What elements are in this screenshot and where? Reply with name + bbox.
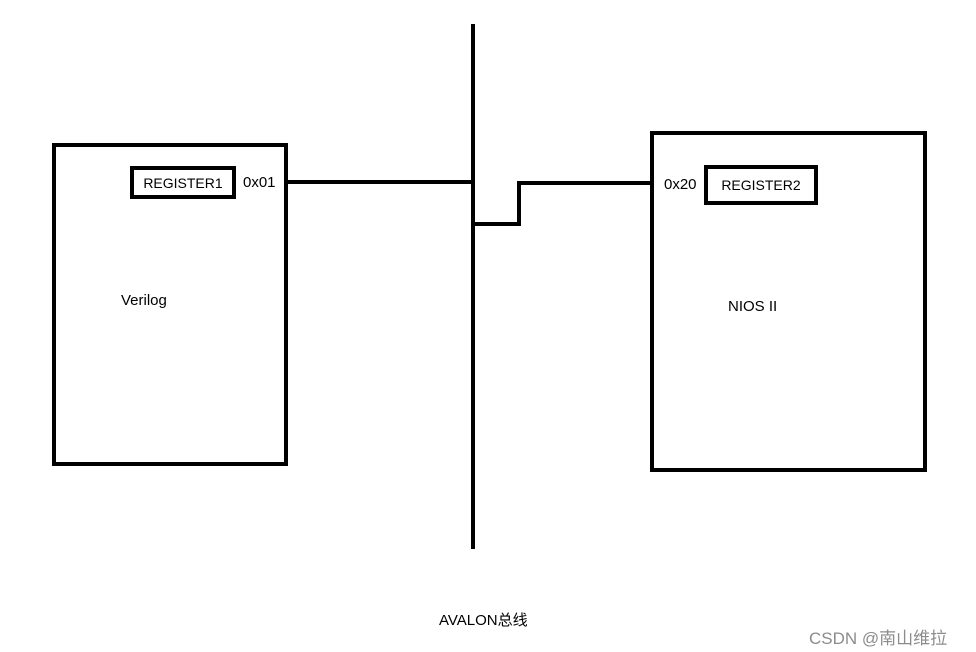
verilog-address-label: 0x01 — [243, 174, 276, 191]
nios-label: NIOS II — [728, 298, 778, 315]
avalon-bus-label: AVALON总线 — [439, 612, 528, 629]
nios-bus-connection — [473, 181, 652, 226]
register1-box: REGISTER1 — [130, 166, 236, 199]
csdn-watermark: CSDN @南山维拉 — [809, 629, 948, 648]
verilog-block — [52, 143, 288, 466]
nios-block — [650, 131, 927, 472]
nios-address-label: 0x20 — [664, 176, 697, 193]
register1-label: REGISTER1 — [143, 174, 223, 191]
verilog-label: Verilog — [121, 292, 167, 309]
register2-label: REGISTER2 — [721, 177, 801, 193]
register2-box: REGISTER2 — [704, 165, 818, 205]
